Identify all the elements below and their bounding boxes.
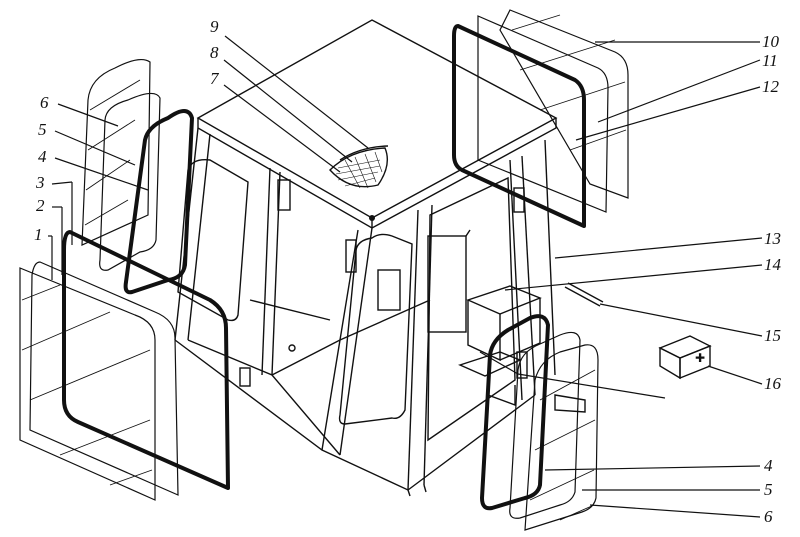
rear-glass-part-11 xyxy=(477,15,609,213)
label-2: 2 xyxy=(36,196,45,215)
part-number-labels: 6 5 4 3 2 1 9 8 7 10 11 12 13 14 15 16 4… xyxy=(34,17,782,526)
leader-lines xyxy=(48,35,763,518)
label-4-left: 4 xyxy=(38,147,47,166)
left-glass-part-5 xyxy=(99,92,161,271)
svg-text:✚: ✚ xyxy=(695,351,705,365)
label-11: 11 xyxy=(762,51,778,70)
bracket-part-14 xyxy=(458,285,542,407)
label-6-left: 6 xyxy=(40,93,49,112)
label-13: 13 xyxy=(764,229,781,248)
left-glass-part-6 xyxy=(81,58,151,246)
label-6-right: 6 xyxy=(764,507,773,526)
first-aid-box-16: ✚ xyxy=(658,335,712,380)
front-glass-part-2 xyxy=(29,261,179,496)
pin-part-15 xyxy=(564,282,604,307)
label-14: 14 xyxy=(764,255,782,274)
label-15: 15 xyxy=(764,326,781,345)
right-seal-part-4 xyxy=(480,314,550,511)
label-8: 8 xyxy=(210,43,219,62)
cab-roof xyxy=(196,19,558,229)
label-7: 7 xyxy=(210,69,220,88)
label-3: 3 xyxy=(35,173,45,192)
label-16: 16 xyxy=(764,374,782,393)
right-glass-part-5 xyxy=(509,331,581,519)
cab-frame xyxy=(174,127,556,497)
front-seal-part-3 xyxy=(62,230,230,490)
label-10: 10 xyxy=(762,32,780,51)
left-seal-part-4 xyxy=(123,109,194,295)
label-5-right: 5 xyxy=(764,480,773,499)
label-5-left: 5 xyxy=(38,120,47,139)
rear-seal-part-12 xyxy=(452,24,586,228)
label-1: 1 xyxy=(34,225,43,244)
roof-vent xyxy=(329,145,389,189)
label-9: 9 xyxy=(210,17,219,36)
right-glass-part-6 xyxy=(524,344,599,531)
rear-glass-part-10 xyxy=(499,9,629,199)
label-4-right: 4 xyxy=(764,456,773,475)
label-12: 12 xyxy=(762,77,780,96)
